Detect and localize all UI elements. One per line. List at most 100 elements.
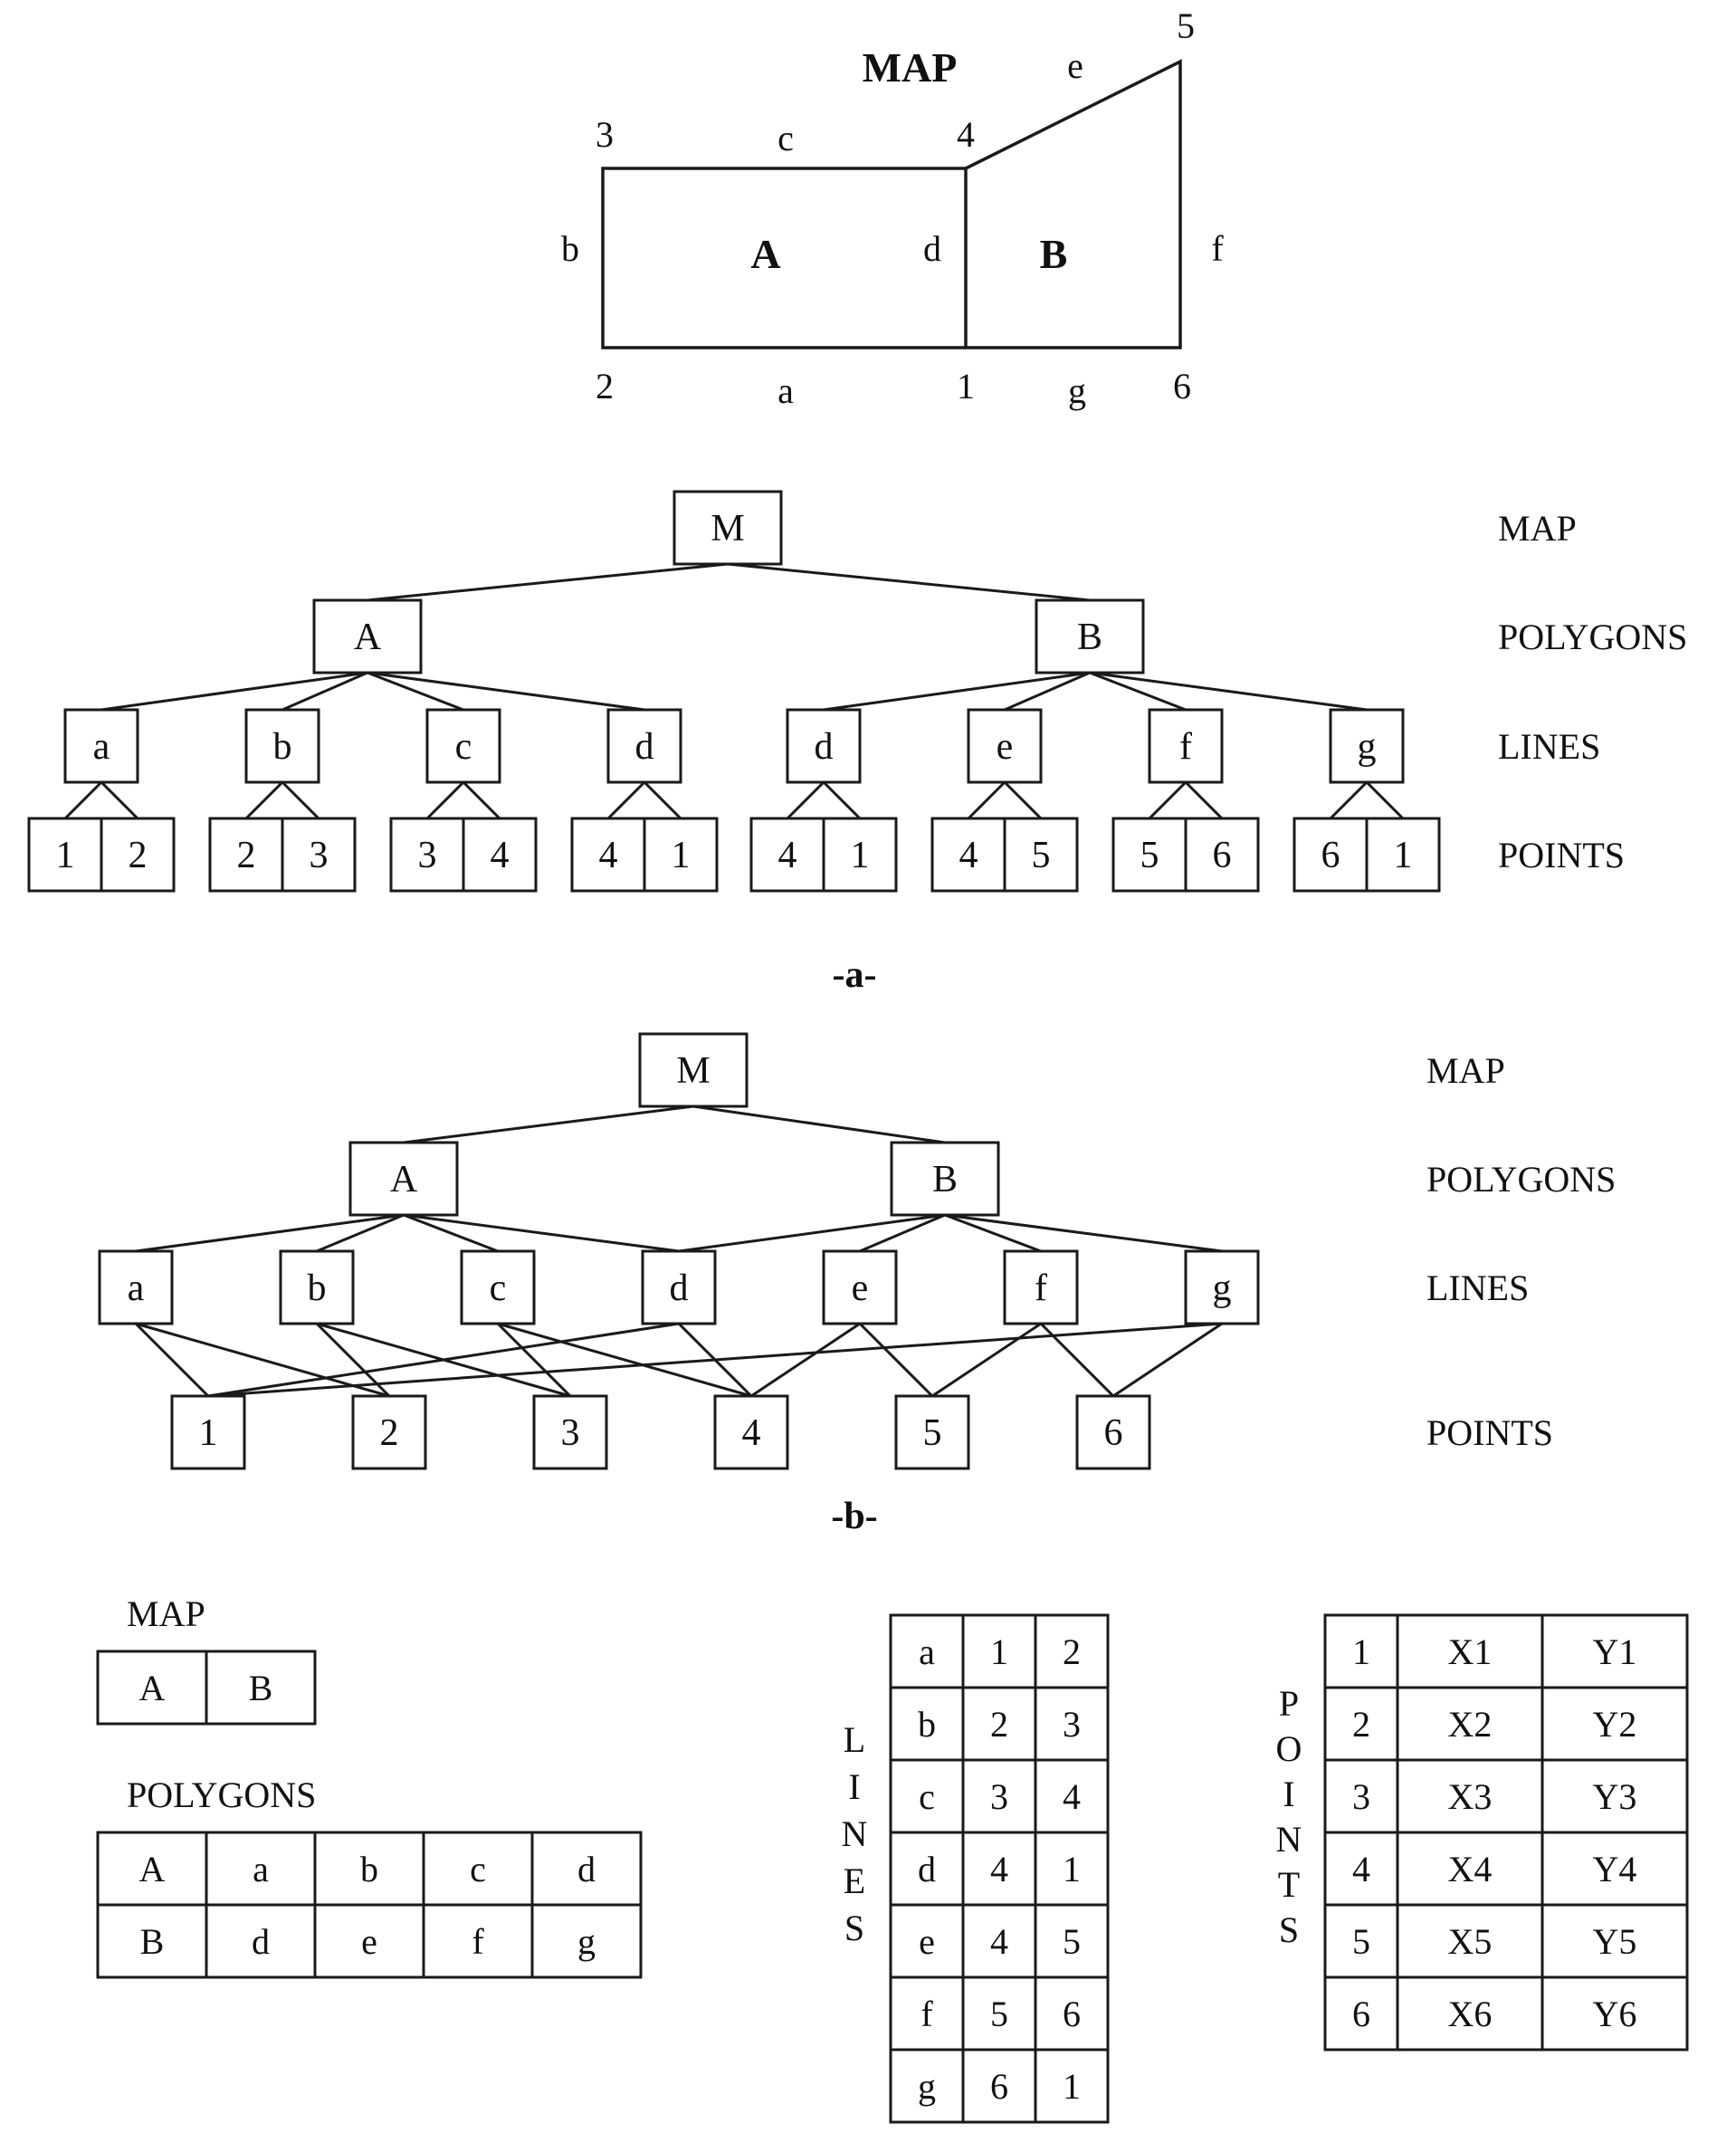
tree-a-line-d-5-box [786, 708, 862, 784]
tree-b-point-6-box [1075, 1394, 1151, 1470]
tree-b-line-g-box [1184, 1249, 1260, 1325]
point-label-6: 6 [1173, 366, 1191, 407]
points-table-cell-text-3-2: Y4 [1593, 1849, 1637, 1889]
map-table-cell-text-0-1: B [249, 1668, 273, 1708]
lines-table-cell-text-1-0: b [918, 1704, 936, 1745]
points-table-title-char-4: T [1278, 1864, 1300, 1905]
points-table-cell-text-5-2: Y6 [1593, 1994, 1637, 2034]
tree-a-line-e-6-label: e [997, 726, 1014, 768]
map-table-title: MAP [127, 1593, 205, 1634]
tree-b-point-5-box [894, 1394, 970, 1470]
tree-a-edge-m-a [367, 562, 729, 602]
tree-a-point-d-1-5-label: 1 [851, 835, 870, 876]
map-table-cell-text-0-0: A [139, 1668, 166, 1708]
tree-a-point-f-5-7-box [1111, 817, 1188, 893]
tree-a-point-c-3-3-box [389, 817, 465, 893]
tree-b-level-label-points: POINTS [1426, 1412, 1553, 1453]
tree-a-line-f-7-box [1148, 708, 1224, 784]
line-label-a: a [777, 370, 794, 411]
tree-a-point-c-4-3-label: 4 [491, 835, 510, 876]
polygons-table-cell-text-0-4: d [577, 1849, 596, 1889]
map-title: MAP [863, 44, 958, 91]
tree-a-polygon-a-label: A [354, 617, 382, 658]
lines-table-cell-1-0 [889, 1686, 965, 1762]
lines-table-title-char-0: L [844, 1719, 865, 1760]
tree-b-level-label-map: MAP [1426, 1050, 1505, 1091]
points-table-cell-text-5-1: X6 [1448, 1994, 1493, 2034]
lines-table-cell-text-2-2: 4 [1063, 1776, 1081, 1817]
tree-b-edge-d-1 [207, 1322, 680, 1398]
points-table-cell-0-1 [1396, 1613, 1544, 1689]
lines-table-cell-text-1-2: 3 [1063, 1704, 1081, 1745]
points-table-cell-0-0 [1323, 1613, 1399, 1689]
tree-b-edge-a-b [316, 1213, 405, 1253]
tree-a-point-a-1-1-label: 1 [56, 835, 75, 876]
tree-a-line-e-6-box [967, 708, 1043, 784]
tree-b-polygon-a-box [348, 1141, 459, 1217]
points-table-cell-4-0 [1323, 1903, 1399, 1979]
points-table-cell-text-5-0: 6 [1352, 1994, 1370, 2034]
tree-a-edge-a-d [367, 671, 645, 712]
tree-a-caption: -a- [833, 954, 877, 996]
tree-b-edge-b-d [678, 1213, 946, 1253]
tree-a-edge-c-right [462, 780, 501, 820]
tree-b-edge-e-5 [858, 1322, 934, 1398]
tree-a-polygon-a-box [312, 598, 423, 674]
tree-b-point-3-label: 3 [561, 1412, 580, 1454]
points-table-title-char-2: I [1283, 1774, 1294, 1814]
tree-a-line-a-1-box [63, 708, 139, 784]
tree-a-point-b-3-2-box [281, 817, 357, 893]
lines-table-cell-6-2 [1034, 2048, 1110, 2124]
lines-table-cell-5-0 [889, 1975, 965, 2052]
polygon-label-a: A [750, 231, 780, 277]
tree-a-edge-b-d [823, 671, 1091, 712]
lines-table-cell-text-3-1: 4 [990, 1849, 1008, 1889]
tree-a-point-d-4-5-box [749, 817, 825, 893]
points-table-cell-5-0 [1323, 1975, 1399, 2052]
tree-a-edge-e-right [1003, 780, 1043, 820]
points-table-cell-1-1 [1396, 1686, 1544, 1762]
polygons-table-cell-1-4 [530, 1903, 643, 1979]
points-table-cell-text-2-0: 3 [1352, 1776, 1370, 1817]
tree-a-root-label: M [711, 508, 744, 550]
polygons-table-cell-0-4 [530, 1831, 643, 1907]
lines-table-cell-text-3-2: 1 [1063, 1849, 1081, 1889]
map-table-cell-0-0 [96, 1650, 208, 1726]
polygons-table-cell-text-1-2: e [361, 1921, 377, 1962]
lines-table-title-char-1: I [848, 1766, 860, 1807]
lines-table-cell-text-2-1: 3 [990, 1776, 1008, 1817]
polygons-table-cell-0-2 [313, 1831, 425, 1907]
line-label-f: f [1211, 228, 1224, 269]
lines-table-cell-4-0 [889, 1903, 965, 1979]
tree-b-line-c-label: c [490, 1267, 507, 1309]
points-table-cell-3-2 [1540, 1831, 1689, 1907]
tree-b-point-2-box [351, 1394, 427, 1470]
tree-a-edge-b-g [1089, 671, 1368, 712]
tree-b-edge-m-b [692, 1105, 946, 1144]
points-table-title-char-5: S [1279, 1909, 1299, 1950]
tree-a-point-a-1-1-box [27, 817, 103, 893]
tree-b-point-4-box [713, 1394, 789, 1470]
points-table-cell-text-1-1: X2 [1448, 1704, 1493, 1745]
tree-b-line-a-label: a [128, 1267, 145, 1309]
lines-table-cell-text-4-0: e [919, 1921, 935, 1962]
polygons-table-cell-1-3 [422, 1903, 534, 1979]
tree-a-point-b-3-2-label: 3 [310, 835, 329, 876]
lines-table-title-char-3: E [844, 1860, 865, 1901]
lines-table-cell-6-0 [889, 2048, 965, 2124]
tree-a-line-d-5-label: d [815, 726, 834, 768]
tree-a-point-d-1-5-box [822, 817, 898, 893]
tree-a-level-label-points: POINTS [1498, 835, 1625, 875]
tree-a-point-c-3-3-label: 3 [418, 835, 437, 876]
tree-b-edge-b-e [859, 1213, 946, 1253]
polygon-a-outline [601, 167, 966, 349]
tree-b-line-g-label: g [1213, 1267, 1232, 1309]
points-table-cell-0-2 [1540, 1613, 1689, 1689]
tree-b-edge-a-d [403, 1213, 680, 1253]
lines-table-cell-2-2 [1034, 1758, 1110, 1834]
lines-table-cell-text-4-1: 4 [990, 1921, 1008, 1962]
tree-a-point-c-4-3-box [462, 817, 538, 893]
tree-a-point-g-6-8-box [1292, 817, 1369, 893]
